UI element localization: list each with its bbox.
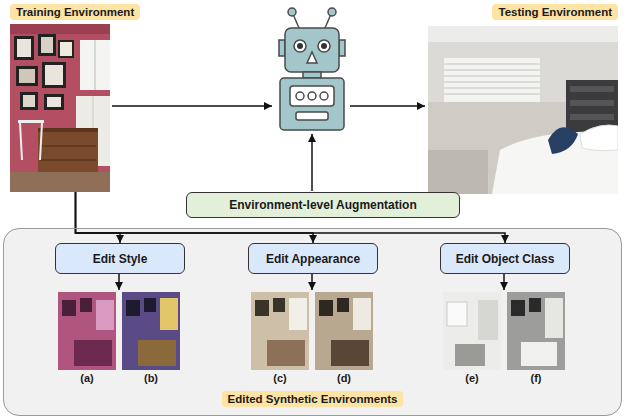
panel-letter: (b) bbox=[136, 372, 166, 384]
box-label: Environment-level Augmentation bbox=[229, 198, 417, 212]
region-fill bbox=[3, 228, 622, 416]
thumbnail bbox=[58, 292, 116, 370]
thumbnail bbox=[315, 292, 373, 370]
process-box: Edit Appearance bbox=[248, 243, 378, 274]
process-box: Edit Object Class bbox=[440, 243, 570, 274]
training-photo bbox=[10, 24, 110, 192]
robot-icon bbox=[279, 8, 345, 130]
heading-tag: Edited Synthetic Environments bbox=[222, 391, 404, 407]
box-label: Edit Appearance bbox=[266, 252, 360, 266]
panel-letter: (f) bbox=[521, 372, 551, 384]
environment-panel: Training Environment bbox=[10, 4, 141, 192]
process-box: Edit Style bbox=[55, 243, 185, 274]
box-label: Edit Style bbox=[93, 252, 148, 266]
thumbnail bbox=[251, 292, 309, 370]
flow-arrow bbox=[112, 105, 272, 107]
process-box: Environment-level Augmentation bbox=[186, 192, 460, 218]
thumbnail bbox=[507, 292, 565, 370]
testing-photo bbox=[428, 26, 618, 194]
heading-tag: Testing Environment bbox=[492, 4, 618, 20]
panel-letter: (e) bbox=[457, 372, 487, 384]
thumbnail bbox=[122, 292, 180, 370]
panel-letter: (d) bbox=[329, 372, 359, 384]
connector-arrow bbox=[76, 192, 121, 243]
group-region: Edited Synthetic Environments Edit Style E… bbox=[3, 228, 622, 416]
flow-arrow bbox=[311, 273, 313, 290]
box-label: Edit Object Class bbox=[456, 252, 555, 266]
thumbnail bbox=[443, 292, 501, 370]
flow-arrow bbox=[311, 134, 313, 191]
panel-letter: (c) bbox=[265, 372, 295, 384]
panel-letter: (a) bbox=[72, 372, 102, 384]
flow-arrow bbox=[118, 273, 120, 290]
environment-panel: Testing Environment bbox=[428, 4, 618, 194]
flow-arrow bbox=[503, 273, 505, 290]
connector-arrow bbox=[76, 192, 506, 243]
flow-arrow bbox=[350, 105, 425, 107]
heading-tag: Training Environment bbox=[10, 4, 140, 20]
